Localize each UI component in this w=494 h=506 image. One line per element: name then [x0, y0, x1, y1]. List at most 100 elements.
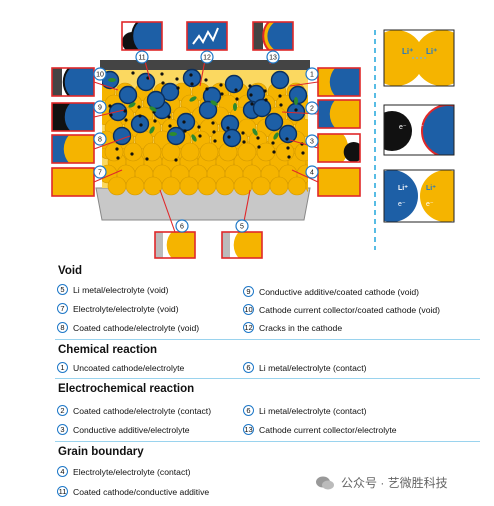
- cathode-particle: [294, 142, 308, 162]
- coated-cathode-particle: [252, 98, 272, 118]
- conductive-additive-dot: [138, 114, 142, 118]
- callout-number: 13: [266, 50, 280, 64]
- inset-box: [252, 21, 294, 51]
- conductive-additive-dot: [235, 97, 239, 101]
- inset-box: [317, 167, 361, 197]
- inset-box: [317, 133, 361, 163]
- conductive-additive-dot: [198, 134, 202, 138]
- legend-text: Coated cathode/electrolyte (void): [73, 322, 200, 333]
- additive-flake: [191, 134, 197, 142]
- coated-cathode-particle: [160, 82, 180, 102]
- legend-item: 6 Li metal/electrolyte (contact): [243, 405, 366, 416]
- legend-number: 13: [243, 424, 254, 435]
- callout-number: 12: [200, 50, 214, 64]
- callout-line: [93, 109, 125, 118]
- conductive-additive-dot: [250, 102, 254, 106]
- conductive-additive-dot: [279, 103, 283, 107]
- conductive-additive-dot: [294, 108, 298, 112]
- legend-item: 13 Cathode current collector/electrolyte: [243, 424, 397, 435]
- legend-text: Li metal/electrolyte (contact): [259, 405, 367, 416]
- conductive-additive-dot: [183, 129, 187, 133]
- inset-box: [317, 99, 361, 129]
- divider: [55, 441, 480, 442]
- legend-text: Cathode current collector/coated cathode…: [259, 304, 441, 315]
- divider: [55, 378, 480, 379]
- additive-flake: [294, 97, 298, 105]
- additive-flake: [149, 126, 155, 134]
- chemical-title: Chemical reaction: [58, 344, 158, 356]
- legend-text: Li metal/electrolyte (void): [73, 284, 169, 295]
- electron-label: e⁻: [398, 201, 406, 208]
- legend-number: 12: [243, 322, 254, 333]
- conductive-additive-dot: [182, 120, 186, 124]
- inset-box: [51, 102, 95, 132]
- conductive-additive-dot: [263, 89, 267, 93]
- coated-cathode-particle: [222, 128, 242, 148]
- conductive-additive-dot: [241, 131, 245, 135]
- legend-number: 2: [57, 405, 68, 416]
- legend-number: 6: [243, 405, 254, 416]
- cathode-particle: [199, 142, 219, 162]
- current-collector-top: [100, 60, 310, 70]
- legend-text: Cathode current collector/electrolyte: [259, 424, 397, 435]
- additive-flake: [210, 100, 218, 106]
- conductive-additive-dot: [285, 137, 289, 141]
- legend-text: Li metal/electrolyte (contact): [259, 362, 367, 373]
- conductive-additive-dot: [167, 115, 171, 119]
- svg-text:12: 12: [203, 55, 211, 62]
- conductive-additive-dot: [287, 155, 291, 159]
- cathode-particle: [180, 142, 200, 162]
- legend-text: Electrolyte/electrolyte (contact): [73, 466, 191, 477]
- conductive-additive-dot: [272, 150, 276, 154]
- legend-number: 9: [243, 286, 254, 297]
- conductive-additive-dot: [213, 139, 217, 143]
- coated-cathode-particle: [136, 72, 156, 92]
- callout-number: 10: [93, 67, 107, 81]
- conductive-additive-dot: [248, 84, 252, 88]
- conductive-additive-dot: [219, 83, 223, 87]
- conductive-additive-dot: [211, 121, 215, 125]
- cathode-particle: [237, 142, 257, 162]
- additive-flake: [169, 132, 177, 136]
- legend-text: Conductive additive/electrolyte: [73, 424, 190, 435]
- conductive-additive-dot: [257, 145, 261, 149]
- grain-title: Grain boundary: [58, 446, 144, 458]
- wechat-icon: [316, 476, 334, 489]
- cathode-particle: [305, 179, 308, 193]
- coated-cathode-particle: [108, 102, 128, 122]
- legend-number: 10: [243, 304, 254, 315]
- electron-transfer-panel: e⁻e⁻: [383, 104, 455, 156]
- additive-flake: [189, 96, 197, 102]
- li-ion-transfer-panel: Li⁺Li⁺: [383, 29, 455, 87]
- legend-item: 2 Coated cathode/electrolyte (contact): [57, 405, 211, 416]
- conductive-additive-dot: [286, 146, 290, 150]
- svg-text:1: 1: [310, 72, 314, 79]
- conductive-additive-dot: [168, 124, 172, 128]
- additive-flake: [233, 103, 237, 111]
- callout-number: 9: [93, 100, 107, 114]
- additive-flake: [108, 78, 116, 82]
- conductive-additive-dot: [227, 135, 231, 139]
- legend-number: 3: [57, 424, 68, 435]
- conductive-additive-dot: [205, 87, 209, 91]
- conductive-additive-dot: [131, 71, 135, 75]
- conductive-additive-dot: [145, 157, 149, 161]
- callout-line: [93, 81, 119, 91]
- li-ion-label: Li⁺: [426, 47, 437, 56]
- coated-cathode-particle: [118, 85, 138, 105]
- conductive-additive-dot: [242, 140, 246, 144]
- legend-text: Coated cathode/electrolyte (contact): [73, 405, 212, 416]
- svg-text:8: 8: [98, 137, 102, 144]
- inset-box: [186, 21, 228, 51]
- conductive-additive-dot: [271, 141, 275, 145]
- coated-cathode-particle: [278, 124, 298, 144]
- void-title: Void: [58, 265, 83, 277]
- inset-box: [51, 67, 95, 97]
- additive-flake: [252, 128, 258, 136]
- conductive-additive-dot: [190, 82, 194, 86]
- additive-flake: [149, 106, 157, 112]
